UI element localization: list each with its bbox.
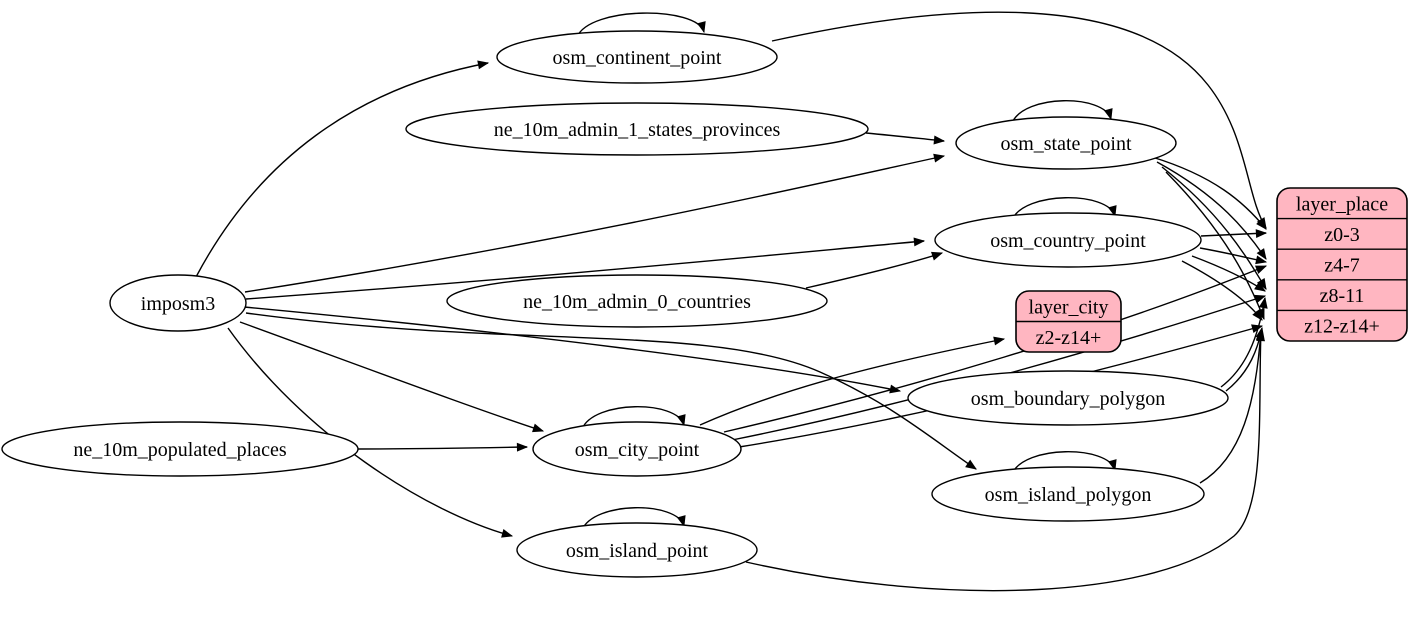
node-layer_city: layer_city z2-z14+ bbox=[1015, 290, 1122, 353]
self-loop-osm_country_point bbox=[1011, 197, 1117, 221]
edge-osm_country_point-to-layer_place-z8-11 bbox=[1191, 255, 1266, 292]
table-ellipse-osm_boundary_polygon bbox=[907, 370, 1229, 426]
node-label-ne_10m_admin_1_states_provinces: ne_10m_admin_1_states_provinces bbox=[494, 119, 781, 141]
self-loop-osm_city_point bbox=[581, 406, 686, 430]
edge-osm_country_point-to-layer_place-z12-z14+ bbox=[1181, 260, 1263, 321]
edge-osm_city_point-to-layer_place-z8-11 bbox=[731, 294, 1267, 441]
edges-layer bbox=[195, 11, 1268, 592]
node-osm_island_point: osm_island_point bbox=[516, 522, 758, 578]
edge-ne_10m_admin_1_states_provinces-to-osm_state_point bbox=[865, 132, 946, 145]
edge-osm_boundary_polygon-to-layer_place-z12-z14+ bbox=[1225, 326, 1265, 392]
table-ellipse-osm_city_point bbox=[532, 421, 742, 477]
record-row-layer_place-3: z8-11 bbox=[1320, 285, 1365, 307]
edge-imposm3-to-osm_city_point bbox=[239, 321, 545, 433]
node-osm_continent_point: osm_continent_point bbox=[496, 30, 778, 84]
node-osm_city_point: osm_city_point bbox=[532, 421, 742, 477]
edge-imposm3-to-osm_state_point bbox=[244, 153, 946, 293]
node-label-osm_country_point: osm_country_point bbox=[990, 230, 1146, 252]
edge-osm_state_point-to-layer_place-z8-11 bbox=[1161, 166, 1267, 290]
edge-imposm3-to-osm_island_point bbox=[227, 327, 514, 538]
edge-imposm3-to-osm_continent_point bbox=[195, 60, 490, 278]
table-ellipse-ne_10m_populated_places bbox=[1, 421, 359, 477]
edge-imposm3-to-osm_island_polygon bbox=[245, 312, 977, 470]
node-label-ne_10m_populated_places: ne_10m_populated_places bbox=[73, 439, 286, 461]
node-label-osm_boundary_polygon: osm_boundary_polygon bbox=[971, 388, 1165, 410]
node-label-osm_island_polygon: osm_island_polygon bbox=[985, 484, 1152, 506]
table-ellipse-osm_island_point bbox=[516, 522, 758, 578]
table-ellipse-ne_10m_admin_0_countries bbox=[446, 274, 828, 328]
node-osm_island_polygon: osm_island_polygon bbox=[931, 466, 1205, 522]
record-row-layer_place-1: z0-3 bbox=[1324, 224, 1360, 246]
table-ellipse-osm_country_point bbox=[934, 212, 1202, 268]
node-label-osm_state_point: osm_state_point bbox=[1000, 133, 1132, 155]
layer-record-layer_place bbox=[1276, 187, 1408, 342]
edge-osm_country_point-to-layer_place-z0-3 bbox=[1200, 229, 1268, 239]
edge-osm_island_point-to-layer_place-z12-z14+ bbox=[745, 329, 1266, 592]
record-row-layer_city-1: z2-z14+ bbox=[1036, 327, 1102, 349]
table-ellipse-osm_continent_point bbox=[496, 30, 778, 84]
self-loop-osm_island_polygon bbox=[1011, 451, 1117, 475]
node-label-osm_island_point: osm_island_point bbox=[566, 540, 709, 562]
edge-ne_10m_admin_0_countries-to-osm_country_point bbox=[805, 251, 944, 289]
node-label-imposm3: imposm3 bbox=[141, 293, 215, 315]
node-label-ne_10m_admin_0_countries: ne_10m_admin_0_countries bbox=[523, 291, 751, 313]
edge-imposm3-to-osm_country_point bbox=[245, 237, 926, 300]
table-ellipse-ne_10m_admin_1_states_provinces bbox=[405, 102, 869, 156]
record-row-layer_place-4: z12-z14+ bbox=[1304, 316, 1380, 338]
edge-osm_city_point-to-layer_place-z4-7 bbox=[723, 265, 1268, 433]
node-ne_10m_populated_places: ne_10m_populated_places bbox=[1, 421, 359, 477]
node-ne_10m_admin_0_countries: ne_10m_admin_0_countries bbox=[446, 274, 828, 328]
self-loop-osm_continent_point bbox=[576, 12, 706, 38]
node-osm_country_point: osm_country_point bbox=[934, 212, 1202, 268]
node-osm_boundary_polygon: osm_boundary_polygon bbox=[907, 370, 1229, 426]
edge-osm_island_polygon-to-layer_place-z12-z14+ bbox=[1199, 328, 1265, 484]
edge-osm_state_point-to-layer_place-z0-3 bbox=[1151, 156, 1267, 230]
edge-ne_10m_populated_places-to-osm_city_point bbox=[357, 442, 529, 452]
record-row-layer_city-0: layer_city bbox=[1029, 296, 1109, 318]
table-ellipse-osm_state_point bbox=[955, 116, 1177, 170]
edge-osm_country_point-to-layer_place-z4-7 bbox=[1199, 247, 1268, 265]
self-loop-osm_island_point bbox=[581, 507, 686, 531]
self-loop-osm_state_point bbox=[1011, 100, 1113, 124]
edge-osm_continent_point-to-layer_place-z0-3 bbox=[771, 11, 1267, 229]
edge-osm_state_point-to-layer_place-z4-7 bbox=[1156, 161, 1267, 260]
node-label-osm_continent_point: osm_continent_point bbox=[553, 47, 722, 69]
node-osm_state_point: osm_state_point bbox=[955, 116, 1177, 170]
record-row-layer_place-0: layer_place bbox=[1296, 193, 1388, 215]
table-ellipse-imposm3 bbox=[109, 274, 247, 332]
record-row-layer_place-2: z4-7 bbox=[1324, 255, 1360, 277]
table-ellipse-osm_island_polygon bbox=[931, 466, 1205, 522]
node-ne_10m_admin_1_states_provinces: ne_10m_admin_1_states_provinces bbox=[405, 102, 869, 156]
edge-osm_city_point-to-layer_city-z2-z14+ bbox=[699, 336, 1006, 426]
node-layer_place: layer_place z0-3 z4-7 z8-11 z12-z14+ bbox=[1276, 187, 1408, 342]
nodes-layer: imposm3 osm_continent_point ne_10m_admin_1… bbox=[1, 30, 1408, 578]
node-imposm3: imposm3 bbox=[109, 274, 247, 332]
edge-osm_boundary_polygon-to-layer_place-z8-11 bbox=[1220, 296, 1268, 388]
node-label-osm_city_point: osm_city_point bbox=[575, 439, 700, 461]
